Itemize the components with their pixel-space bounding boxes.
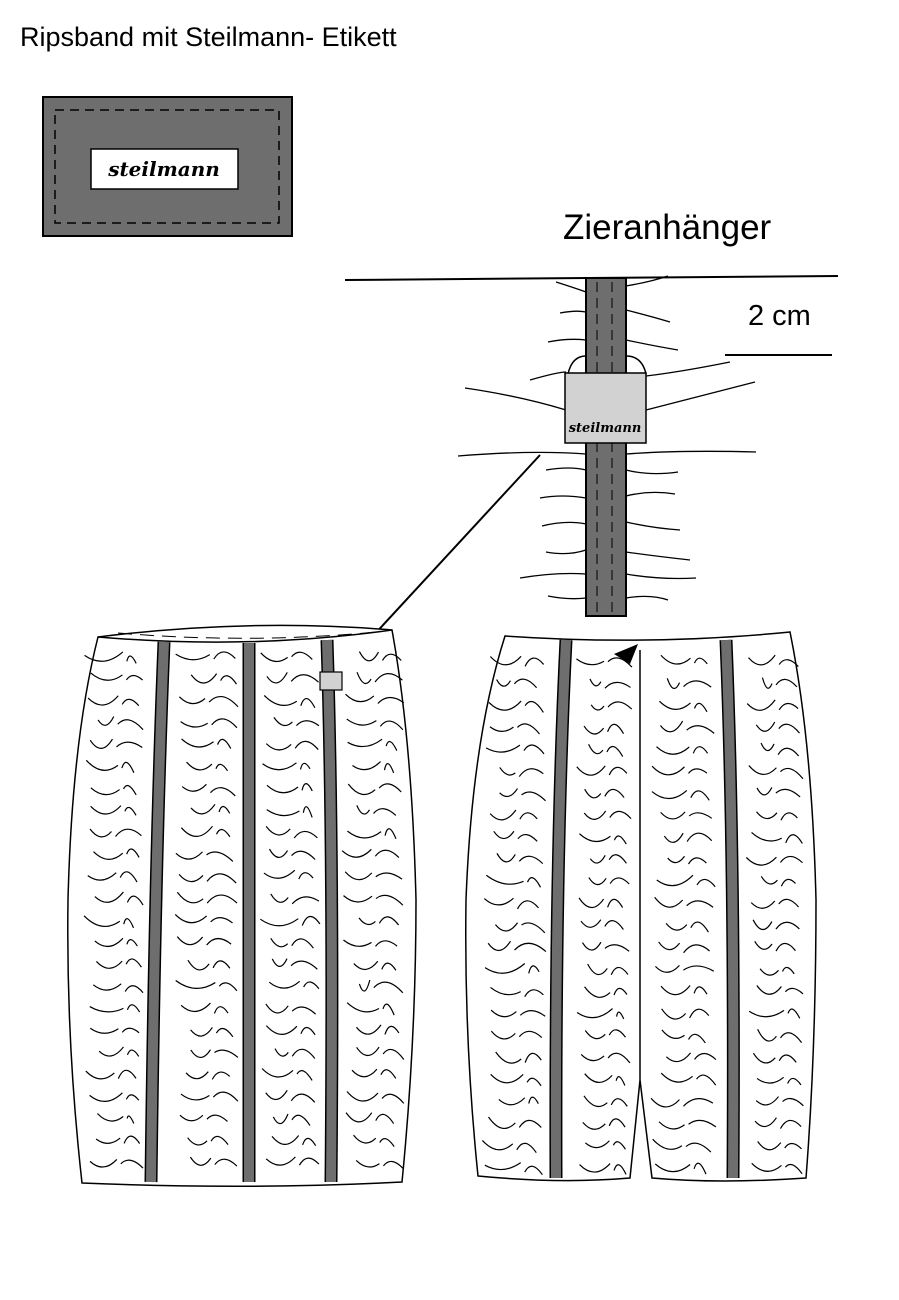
label-patch: steilmann	[42, 96, 293, 237]
skirt-front	[67, 624, 417, 1188]
pendant-tag-brand: steilmann	[569, 421, 642, 436]
label-patch-brand: steilmann	[107, 157, 220, 181]
zipper-marker	[614, 644, 638, 664]
ribbon-front-right	[322, 639, 337, 1183]
pendant-detail: steilmann	[335, 275, 839, 677]
ribbon-front-left	[146, 641, 169, 1183]
ribbon-back-left	[550, 639, 571, 1179]
skirt-back	[465, 631, 817, 1182]
pendant-tag	[564, 372, 647, 444]
front-pendant-tag	[319, 671, 343, 691]
title-ribbon-label: Ripsband mit Steilmann- Etikett	[20, 22, 397, 52]
pendant-ribbon	[585, 277, 627, 617]
ribbon-back-right	[721, 639, 739, 1179]
dimension-label: 2 cm	[748, 300, 811, 332]
title-decorative-pendant: Zieranhänger	[563, 208, 772, 247]
